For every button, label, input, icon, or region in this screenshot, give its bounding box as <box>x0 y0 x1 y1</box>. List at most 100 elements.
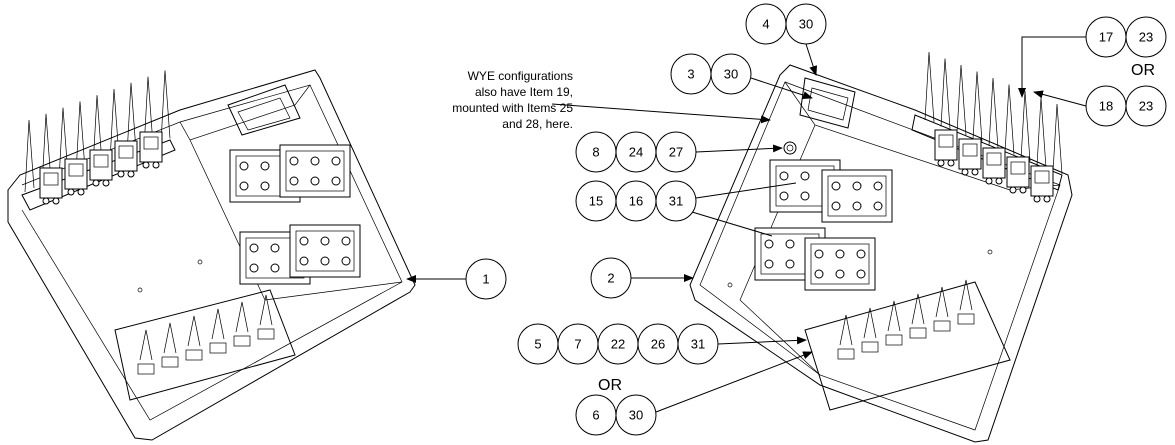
callout-number: 30 <box>629 408 643 423</box>
terminal-clip <box>959 279 973 311</box>
module-face <box>43 172 59 186</box>
module-block <box>139 131 163 163</box>
heatsink-fin <box>972 71 983 142</box>
relay-terminal <box>785 239 795 249</box>
callout-number: 30 <box>724 67 738 82</box>
relay-terminal <box>831 201 841 211</box>
heatsink-fin <box>126 82 137 155</box>
relay-terminal <box>260 181 270 191</box>
module-screw <box>1043 195 1051 203</box>
relay-terminal <box>779 171 789 181</box>
module-block <box>1006 156 1030 188</box>
callout-number: 4 <box>762 17 769 32</box>
module-screw <box>77 188 85 196</box>
module-screw <box>947 159 955 167</box>
module-screw <box>1019 186 1027 194</box>
relay-terminal <box>814 269 824 279</box>
terminal-clip <box>839 314 853 346</box>
heatsink-fin <box>924 51 935 123</box>
terminal-base <box>161 356 179 368</box>
callout-number: 24 <box>629 145 643 160</box>
module-screw <box>102 179 110 187</box>
module-screw <box>152 161 160 169</box>
relay-terminal <box>270 243 280 253</box>
relay-terminal <box>831 181 841 191</box>
relay-face <box>827 175 887 217</box>
relay-terminal <box>331 156 341 166</box>
heatsink-fin <box>1004 84 1015 155</box>
relay-terminal <box>249 243 259 253</box>
callout-number: 26 <box>651 337 665 352</box>
module-screw <box>995 177 1003 185</box>
relay-face <box>295 230 355 272</box>
module-face <box>962 143 978 157</box>
heatsink-fin <box>1020 90 1031 162</box>
terminal-base <box>137 363 155 375</box>
module-screw <box>127 170 135 178</box>
heatsink-fin <box>1052 103 1063 175</box>
heatsink-fin <box>109 88 120 162</box>
module-screw <box>92 179 100 187</box>
callout-6-30: 6 30 <box>575 394 657 436</box>
callout-2: 2 <box>590 257 632 299</box>
wye-note: WYE configurations also have Item 19, mo… <box>452 69 573 131</box>
module-face <box>1010 161 1026 175</box>
module-face <box>68 163 84 177</box>
relay-terminal <box>764 239 774 249</box>
module-screw <box>142 161 150 169</box>
heatsink-fin <box>160 70 171 143</box>
module-screw <box>971 168 979 176</box>
terminal-clip <box>911 293 925 325</box>
note-line: mounted with Items 25 <box>452 101 573 115</box>
terminal-clip <box>887 300 901 332</box>
relay-terminal <box>764 259 774 269</box>
relay-terminal <box>260 161 270 171</box>
callout-18-23: 18 23 <box>1085 85 1167 127</box>
relay-terminal <box>331 176 341 186</box>
relay-terminal <box>239 161 249 171</box>
relay-terminal <box>800 171 810 181</box>
relay-terminal <box>299 236 309 246</box>
heatsink-fin <box>58 107 69 180</box>
callout-17-23: 17 23 <box>1085 16 1167 58</box>
terminal-base <box>209 342 227 354</box>
heatsink-fin <box>41 113 52 186</box>
terminal-clip <box>211 308 225 340</box>
module-block <box>982 147 1006 179</box>
terminal-clip <box>163 322 177 354</box>
relay-terminal <box>310 176 320 186</box>
callout-15-16-31: 15 16 31 <box>575 180 697 222</box>
heatsink-fin <box>956 64 967 136</box>
relay-block <box>821 169 893 223</box>
callout-number: 6 <box>592 408 599 423</box>
terminal-base <box>933 320 951 332</box>
note-line: also have Item 19, <box>475 85 573 99</box>
callout-number: 31 <box>691 337 705 352</box>
relay-terminal <box>239 181 249 191</box>
callout-number: 7 <box>574 337 581 352</box>
module-screw <box>67 188 75 196</box>
module-screw <box>961 168 969 176</box>
terminal-base <box>257 328 275 340</box>
terminal-base <box>885 334 903 346</box>
callout-4-30: 4 30 <box>745 3 827 45</box>
relay-terminal <box>310 156 320 166</box>
callout-8-24-27: 8 24 27 <box>575 131 697 173</box>
relay-terminal <box>856 249 866 259</box>
callout-1: 1 <box>465 258 507 300</box>
relay-block <box>804 237 876 291</box>
module-screw <box>1033 195 1041 203</box>
relay-terminal <box>852 181 862 191</box>
or-label: OR <box>1131 62 1155 79</box>
module-face <box>938 134 954 148</box>
right-enclosure-assembly <box>689 51 1073 443</box>
terminal-base <box>909 327 927 339</box>
module-block <box>958 138 982 170</box>
callout-number: 31 <box>669 194 683 209</box>
relay-terminal <box>320 256 330 266</box>
heatsink-fin <box>92 95 103 168</box>
heatsink-fin <box>940 58 951 129</box>
terminal-clip <box>863 307 877 339</box>
relay-terminal <box>341 256 351 266</box>
